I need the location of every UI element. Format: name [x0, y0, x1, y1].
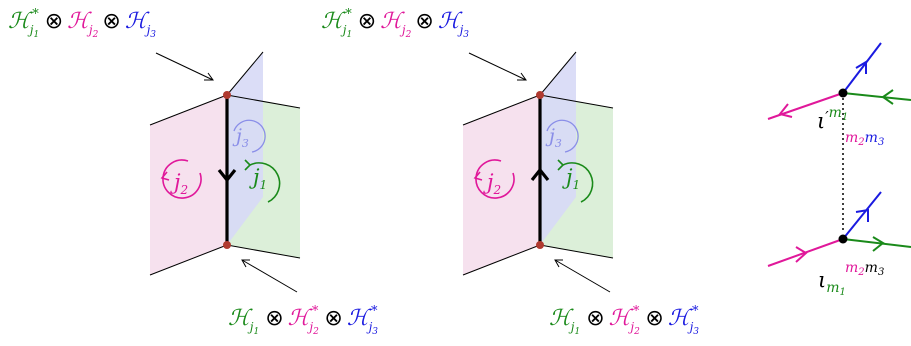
bottom-green-leg — [842, 238, 911, 248]
loop-label-j2-1: j2 — [170, 170, 188, 197]
edge-arrow-down-icon — [217, 169, 237, 182]
panel-2 — [462, 51, 614, 293]
loop-j2-2-arrow-icon — [473, 171, 483, 181]
bottom-blue-arrow-icon — [855, 208, 869, 222]
loop-j3-2 — [546, 119, 579, 153]
pointer-bottom-2-head-icon — [554, 259, 563, 268]
top-green-arrow-icon — [881, 89, 894, 105]
vertex-top-2 — [536, 91, 544, 99]
loop-j3-1 — [233, 119, 266, 153]
loop-j1-1-arrow-icon — [244, 159, 252, 171]
hilbert-top-label-1: ℋj1*⊗ℋj2⊗ℋj3 — [8, 7, 156, 40]
vertex-diagram — [767, 42, 911, 267]
bottom-vertex-dot — [838, 234, 848, 244]
loop-label-j1-1: j1 — [249, 165, 267, 192]
top-magenta-arrow-icon — [778, 103, 793, 118]
top-blue-leg — [842, 42, 882, 94]
loop-j1-1 — [249, 162, 281, 203]
top-green-leg — [842, 92, 911, 101]
pointer-bottom-2 — [554, 259, 611, 293]
pointer-bottom-1 — [241, 259, 298, 293]
loop-j2-1 — [162, 159, 202, 199]
loop-label-j1-2: j1 — [562, 165, 580, 192]
hilbert-bottom-label-1: ℋj1⊗ℋj2*⊗ℋj3* — [228, 304, 378, 337]
pointer-top-1-head-icon — [204, 72, 214, 81]
hilbert-top-label-2: ℋj1*⊗ℋj2⊗ℋj3 — [321, 7, 469, 40]
edge-arrow-up-icon — [530, 168, 550, 181]
vertex-label-bottom-upper: m2m3 — [845, 260, 884, 278]
bottom-green-arrow-icon — [872, 236, 885, 252]
panel-1 — [149, 51, 301, 293]
vertex-top-1 — [223, 91, 231, 99]
vertex-bottom-2 — [536, 241, 544, 249]
pointer-bottom-1-head-icon — [241, 259, 250, 268]
loop-j1-2 — [562, 162, 594, 203]
vertex-label-bottom: ιm1 — [818, 268, 846, 298]
pointer-top-2-head-icon — [517, 72, 527, 81]
pointer-top-1 — [155, 52, 214, 81]
loop-j2-2 — [475, 159, 515, 199]
loop-j1-2-arrow-icon — [557, 159, 565, 171]
top-vertex-dot — [838, 88, 848, 98]
vertex-label-top: ι′m1 — [817, 105, 848, 133]
bottom-magenta-arrow-icon — [795, 246, 808, 263]
top-blue-arrow-icon — [855, 60, 867, 74]
hilbert-bottom-label-2: ℋj1⊗ℋj2*⊗ℋj3* — [549, 304, 699, 337]
loop-label-j2-2: j2 — [483, 170, 501, 197]
loop-label-j3-2: j3 — [545, 125, 562, 150]
pointer-top-2 — [468, 52, 527, 81]
loop-label-j3-1: j3 — [232, 125, 249, 150]
vertex-bottom-1 — [223, 241, 231, 249]
loop-j2-1-arrow-icon — [160, 171, 170, 181]
bottom-blue-leg — [842, 191, 882, 240]
vertex-label-top-lower: m2m3 — [845, 130, 884, 148]
